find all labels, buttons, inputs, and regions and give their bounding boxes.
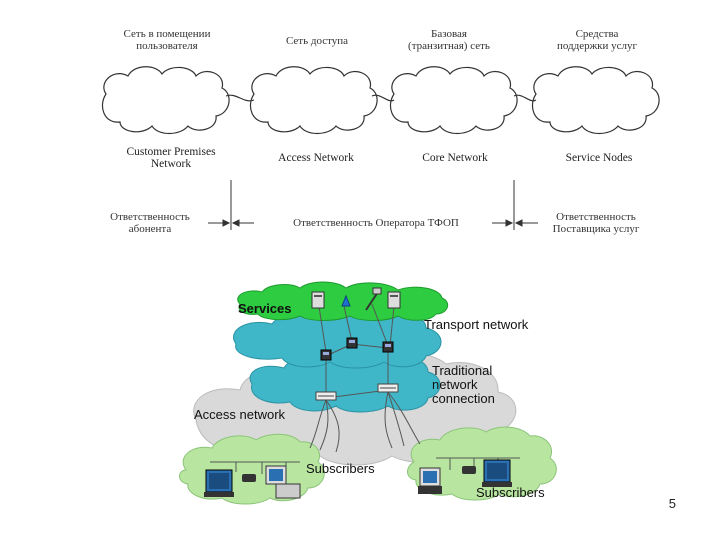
traditional-line2: network [432, 377, 478, 392]
zone-label-ru-service: Средства поддержки услуг [542, 28, 652, 52]
node-access-1 [315, 391, 337, 401]
node-transport-1 [320, 349, 332, 361]
server-icon-2 [387, 291, 401, 309]
satellite-icon [365, 287, 382, 311]
cloud-core-network [389, 66, 518, 135]
traditional-line1: Traditional [432, 363, 493, 378]
zone-ru-line1: Средства [575, 28, 619, 40]
responsibility-operator: Ответственность Оператора ТФОП [266, 217, 486, 229]
responsibility-operator-text: Ответственность Оператора ТФОП [293, 217, 459, 229]
label-access-network: Access network [194, 407, 286, 422]
zone-ru-line2: поддержки услуг [556, 40, 638, 52]
zone-label-ru-customer: Сеть в помещении пользователя [112, 28, 222, 52]
zone-en-line1: Access Network [278, 152, 354, 164]
responsibility-provider: Ответственность Поставщика услуг [540, 211, 652, 235]
zone-ru-line1: Базовая [431, 28, 467, 40]
phone-icon-2 [462, 466, 476, 474]
label-traditional-network: Traditional network connection [432, 364, 495, 406]
label-subscribers-right: Subscribers [476, 485, 545, 500]
responsibility-provider-line2: Поставщика услуг [552, 223, 640, 235]
subscriber-cloud-left [179, 433, 325, 505]
zone-ru-line1: Сеть в помещении [123, 28, 211, 40]
server-icon [311, 291, 325, 309]
responsibility-client-line2: абонента [128, 223, 172, 235]
network-links [210, 299, 520, 474]
zone-en-line1: Core Network [422, 152, 488, 164]
zone-ru-line2: (транзитная) сеть [408, 40, 490, 52]
cloud-access-network [249, 66, 378, 135]
cloud-customer-premises [101, 66, 230, 135]
zone-label-en-customer: Customer Premises Network [112, 146, 230, 170]
label-transport-network: Transport network [424, 317, 529, 332]
computer-icon-3 [418, 467, 442, 494]
page-number: 5 [668, 496, 676, 511]
zone-label-en-access: Access Network [258, 152, 374, 164]
node-access-2 [377, 383, 399, 393]
responsibility-client-line1: Ответственность [110, 211, 190, 223]
responsibility-provider-line1: Ответственность [556, 211, 636, 223]
zone-label-en-core: Core Network [400, 152, 510, 164]
zone-en-line2: Network [150, 158, 192, 170]
label-services: Services [238, 301, 292, 316]
computer-icon [204, 469, 234, 497]
zone-ru-line1: Сеть доступа [285, 35, 349, 47]
node-transport-3 [382, 341, 394, 353]
zone-label-ru-access: Сеть доступа [262, 35, 372, 47]
traditional-line3: connection [432, 391, 495, 406]
antenna-icon [341, 294, 351, 307]
phone-icon [242, 474, 256, 482]
label-subscribers-left: Subscribers [306, 461, 375, 476]
zone-ru-line2: пользователя [136, 40, 198, 52]
computer-icon-4 [482, 459, 512, 487]
responsibility-boundaries [208, 180, 538, 230]
cloud-service-nodes [531, 66, 660, 135]
computer-icon-2 [265, 465, 301, 499]
zone-en-line1: Customer Premises [126, 146, 216, 158]
node-transport-2 [346, 337, 358, 349]
responsibility-client: Ответственность абонента [100, 211, 200, 235]
zone-label-en-service: Service Nodes [544, 152, 654, 164]
zone-en-line1: Service Nodes [565, 152, 633, 164]
cloud-connectors [225, 94, 537, 102]
zone-label-ru-core: Базовая (транзитная) сеть [394, 28, 504, 52]
